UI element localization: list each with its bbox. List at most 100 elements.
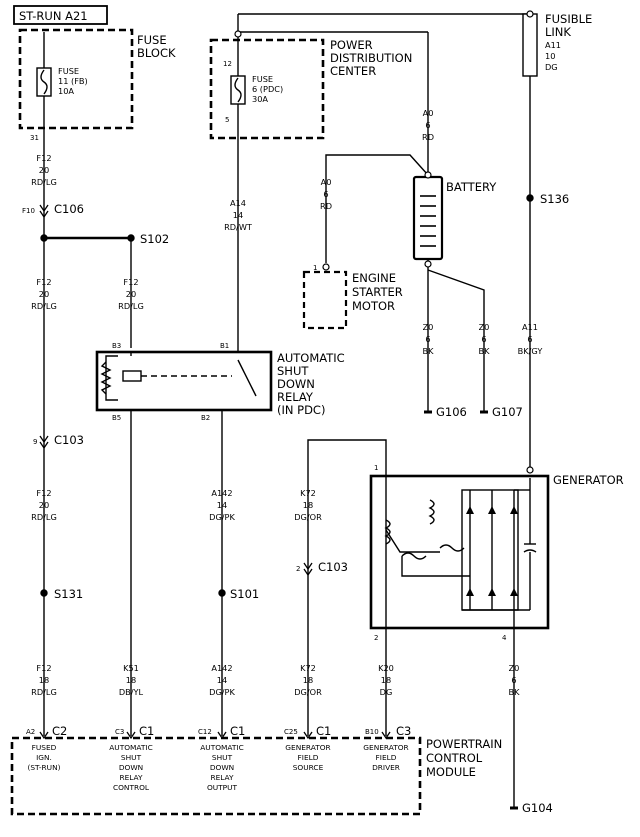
- asd-title-5: (IN PDC): [277, 403, 325, 417]
- wire-k72-lower-label-3: DG/OR: [294, 687, 322, 697]
- diode-5: [488, 588, 496, 596]
- wire-k51-label-3: DB/YL: [119, 687, 144, 697]
- wire-f12-bottom-label-3: RD/LG: [31, 687, 57, 697]
- wire-f12-mid-right-label-2: 20: [126, 289, 136, 299]
- wire-a14-label-3: RD/WT: [224, 222, 253, 232]
- generator-pin-1: 1: [374, 464, 378, 472]
- starter-title-3: MOTOR: [352, 299, 395, 313]
- wire-k51-label-2: 18: [126, 675, 136, 685]
- pcm-pin-b10-line-1: GENERATOR: [363, 743, 408, 752]
- pcm-pin-c12-connector: C1: [230, 724, 245, 738]
- wire-k72-lower-label-2: 18: [303, 675, 313, 685]
- relay-coil-lead: [105, 355, 118, 401]
- asd-title-1: AUTOMATIC: [277, 351, 345, 365]
- generator-stator-lead: [385, 529, 440, 553]
- pcm-b10-chevron: [381, 731, 391, 740]
- pdc-terminal: [234, 30, 242, 38]
- fuse-11-element: [40, 69, 48, 95]
- pcm-pin-b10-line-3: DRIVER: [372, 763, 400, 772]
- generator-field-coil: [384, 519, 391, 545]
- wire-a142-lower-label-2: 14: [217, 675, 227, 685]
- battery-label: BATTERY: [446, 180, 497, 194]
- diode-6: [510, 588, 518, 596]
- splice-s136-dot: [526, 194, 534, 202]
- starter-title-2: STARTER: [352, 285, 403, 299]
- fuse-block-pin: 31: [30, 134, 39, 142]
- wire-f12-mid-left-label-1: F12: [36, 277, 51, 287]
- ground-g106: G106: [436, 405, 467, 419]
- pcm-pin-c12-line-2: SHUT: [212, 753, 233, 762]
- c103-mid-chevron: [303, 562, 313, 571]
- pdc-pin-in: 12: [223, 60, 232, 68]
- connector-c103-mid: C103: [318, 560, 348, 574]
- wire-a0-starter-label-2: 6: [323, 189, 328, 199]
- pcm-pin-c3-connector: C1: [139, 724, 154, 738]
- generator-box: [369, 474, 550, 630]
- wire-f12-mid-right-label-3: RD/LG: [118, 301, 144, 311]
- wire-f12-lower-label-1: F12: [36, 488, 51, 498]
- splice-s101-dot: [218, 589, 226, 597]
- fusible-link-color: DG: [545, 62, 558, 72]
- wire-a142-upper-label-2: 14: [217, 500, 227, 510]
- ground-g104: G104: [522, 801, 553, 815]
- splice-s102: S102: [140, 232, 169, 246]
- pdc-title-2: DISTRIBUTION: [330, 51, 412, 65]
- connector-c106: C106: [54, 202, 84, 216]
- wire-f12-mid-right-label-1: F12: [123, 277, 138, 287]
- pcm-pin-c25-line-1: GENERATOR: [285, 743, 330, 752]
- starter-title-1: ENGINE: [352, 271, 396, 285]
- wire-k72-upper-label-1: K72: [300, 488, 316, 498]
- wire-k72-upper-label-3: DG/OR: [294, 512, 322, 522]
- pcm-pin-c12-line-3: DOWN: [210, 763, 234, 772]
- fusible-link-symbol: [522, 13, 538, 77]
- asd-title-2: SHUT: [277, 364, 309, 378]
- wire-f12-top-label-2: 20: [39, 165, 49, 175]
- starter-motor-box: [302, 270, 348, 330]
- generator-stator-coil-b: [439, 544, 465, 552]
- asd-pin-b2: B2: [201, 414, 210, 422]
- pcm-c3-chevron: [126, 731, 136, 740]
- wire-z0-g104-label-2: 6: [511, 675, 516, 685]
- pcm-pin-c25-line-2: FIELD: [298, 753, 319, 762]
- pcm-c25-chevron: [303, 731, 313, 740]
- battery-positive-terminal: [424, 171, 432, 179]
- fusible-link-title-1: FUSIBLE: [545, 12, 592, 26]
- connector-c103-left-pin: 9: [33, 438, 37, 446]
- pcm-pin-b10-line-2: FIELD: [376, 753, 397, 762]
- pcm-pin-c12-cavity: C12: [198, 728, 212, 736]
- generator-stator-coil-c: [401, 552, 427, 560]
- asd-title-3: DOWN: [277, 377, 315, 391]
- fuse-11-label-2: 11 (FB): [58, 76, 88, 86]
- diode-2: [488, 506, 496, 514]
- pcm-pin-a2-line-2: IGN.: [36, 753, 52, 762]
- pcm-title-2: CONTROL: [426, 751, 483, 765]
- wire-z0-g106-label-3: BK: [423, 346, 435, 356]
- pdc-title-1: POWER: [330, 38, 373, 52]
- pcm-pin-a2-line-3: (ST-RUN): [27, 763, 60, 772]
- c106-chevron: [39, 204, 49, 213]
- asd-pin-b1: B1: [220, 342, 229, 350]
- splice-s131-dot: [40, 589, 48, 597]
- wire-a11-label-2: 6: [527, 334, 532, 344]
- wire-a14-label-2: 14: [233, 210, 243, 220]
- relay-coil: [122, 370, 142, 382]
- wire-f12-top-label-1: F12: [36, 153, 51, 163]
- starter-pin: 1: [313, 264, 317, 272]
- wire-a0-top-label-1: A0: [423, 108, 434, 118]
- c103-mid-chevron-2: [303, 568, 313, 577]
- diode-4: [466, 588, 474, 596]
- pcm-pin-c3-line-4: RELAY: [119, 773, 143, 782]
- pcm-pin-c3-line-2: SHUT: [121, 753, 142, 762]
- wire-a0-top-label-2: 6: [425, 120, 430, 130]
- diode-3: [510, 506, 518, 514]
- wire-a14-label-1: A14: [230, 198, 246, 208]
- wire-a142-lower-label-1: A142: [211, 663, 232, 673]
- pdc-title-3: CENTER: [330, 64, 376, 78]
- fuse-block-title-1: FUSE: [137, 33, 167, 47]
- wire-f12-bottom-label-2: 18: [39, 675, 49, 685]
- wire-a0-starter-label-3: RD: [320, 201, 332, 211]
- asd-pin-b5: B5: [112, 414, 121, 422]
- wire-f12-bottom-label-1: F12: [36, 663, 51, 673]
